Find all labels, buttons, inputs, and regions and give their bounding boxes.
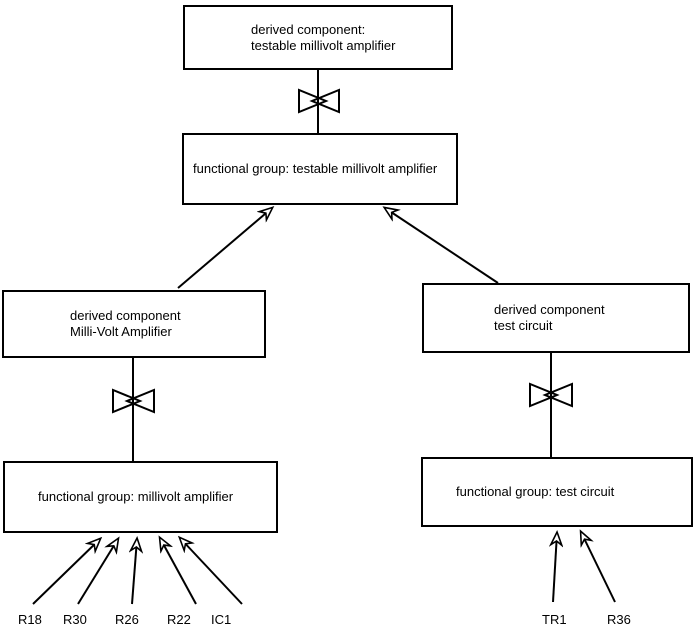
node-label: functional group: millivolt amplifier bbox=[38, 489, 234, 504]
arrow-r22 bbox=[160, 538, 197, 605]
node-functional-group-testable-millivolt-amplifier: functional group: testable millivolt amp… bbox=[182, 133, 458, 205]
component-label-r30: R30 bbox=[63, 612, 87, 627]
component-label-r18: R18 bbox=[18, 612, 42, 627]
node-derived-component-testable-millivolt-amplifier: derived component: testable millivolt am… bbox=[183, 5, 453, 70]
node-label-line: test circuit bbox=[494, 318, 553, 333]
node-derived-component-test-circuit: derived component test circuit bbox=[422, 283, 690, 353]
arrow-r18 bbox=[32, 539, 100, 605]
node-label: functional group: testable millivolt amp… bbox=[193, 161, 438, 176]
node-label-line: testable millivolt amplifier bbox=[251, 37, 396, 53]
node-label-line: derived component: bbox=[251, 21, 366, 37]
component-label-r22: R22 bbox=[167, 612, 191, 627]
arrow-r36 bbox=[581, 532, 616, 603]
node-functional-group-test-circuit: functional group: test circuit bbox=[421, 457, 693, 527]
node-label: functional group: test circuit bbox=[456, 484, 615, 499]
bowtie-icon-right bbox=[529, 382, 573, 408]
node-label-line: derived component bbox=[70, 308, 181, 323]
arrow-tr1 bbox=[553, 533, 557, 603]
node-derived-component-milli-volt-amplifier: derived component Milli-Volt Amplifier bbox=[2, 290, 266, 358]
component-label-tr1: TR1 bbox=[542, 612, 567, 627]
node-label-line: derived component bbox=[494, 302, 605, 317]
arrow-ic1 bbox=[180, 538, 243, 605]
arrow-right-derived-to-top-functional bbox=[385, 208, 499, 284]
component-label-r26: R26 bbox=[115, 612, 139, 627]
component-label-ic1: IC1 bbox=[211, 612, 232, 627]
bowtie-icon-top bbox=[298, 88, 340, 114]
arrow-r30 bbox=[77, 539, 118, 605]
arrow-left-derived-to-top-functional bbox=[177, 208, 272, 289]
arrow-r26 bbox=[132, 539, 137, 605]
node-label-line: Milli-Volt Amplifier bbox=[70, 324, 172, 339]
bowtie-icon-left bbox=[112, 388, 155, 414]
component-label-r36: R36 bbox=[607, 612, 631, 627]
node-functional-group-millivolt-amplifier: functional group: millivolt amplifier bbox=[3, 461, 278, 533]
